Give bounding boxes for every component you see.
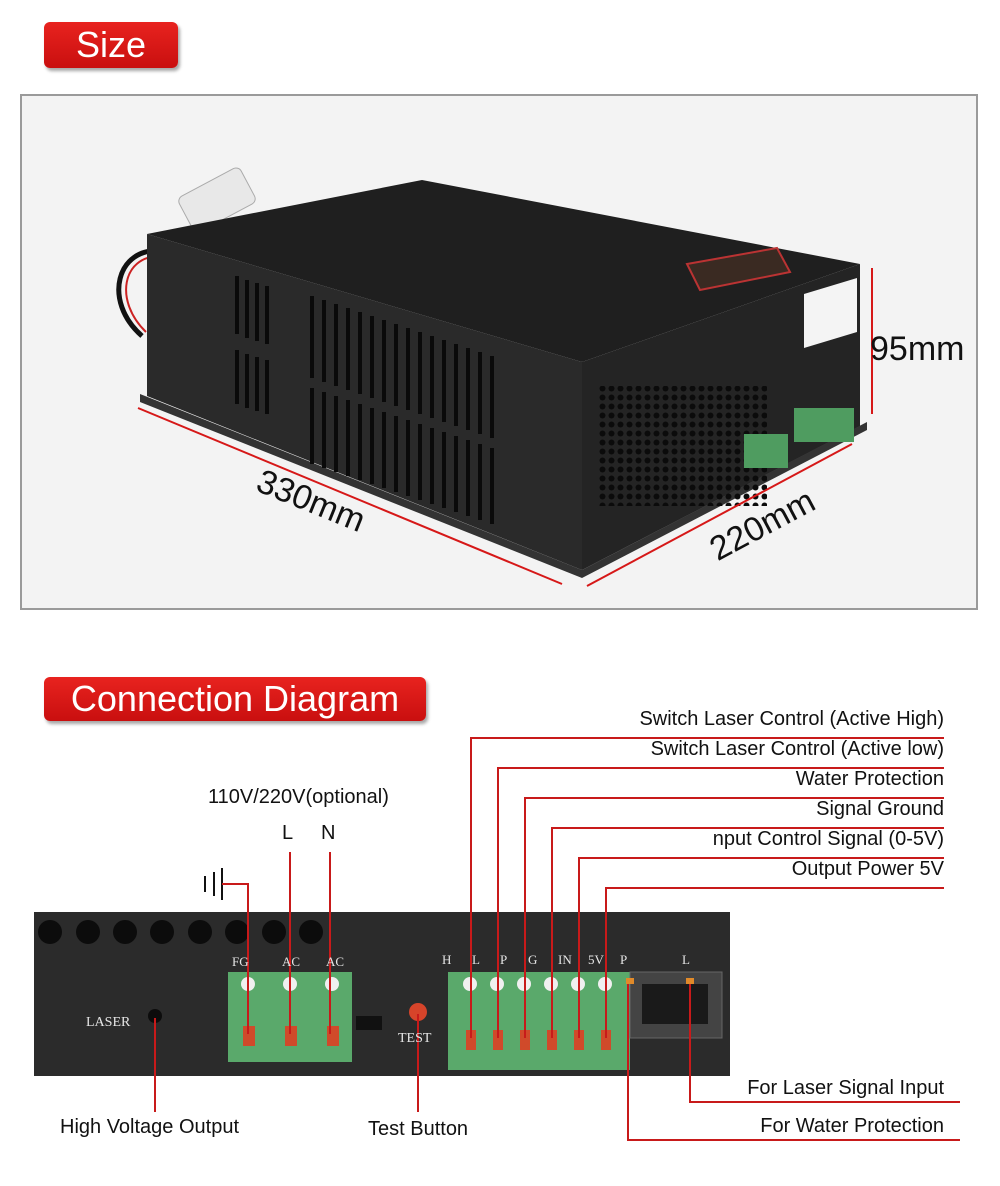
product-photo-frame: 330mm 220mm 95mm	[20, 94, 978, 610]
neutral-label: N	[321, 822, 336, 844]
panel-text-5v: 5V	[588, 952, 605, 967]
signal-label-active-low: Switch Laser Control (Active low)	[650, 738, 944, 760]
power-terminal-block	[228, 972, 352, 1062]
laser-signal-input-label: For Laser Signal Input	[747, 1077, 944, 1099]
panel-text-laser: LASER	[86, 1015, 131, 1030]
panel-text-in: IN	[558, 952, 572, 967]
panel-text-l: L	[472, 952, 480, 967]
signal-terminal-block	[448, 972, 630, 1070]
voltage-label: 110V/220V(optional)	[208, 786, 389, 808]
test-button	[409, 1003, 427, 1021]
signal-label-active-high: Switch Laser Control (Active High)	[639, 708, 944, 730]
laser-output-hole	[148, 1009, 162, 1023]
connection-section-title: Connection Diagram	[44, 677, 426, 721]
signal-label-input-control: nput Control Signal (0-5V)	[712, 828, 944, 850]
height-dimension: 95mm	[870, 330, 965, 368]
panel-text-p: P	[500, 952, 507, 967]
signal-label-water-protection: Water Protection	[795, 768, 944, 790]
panel-text-fg: FG	[232, 954, 249, 969]
panel-text-h: H	[442, 952, 451, 967]
panel-body	[34, 912, 730, 1076]
panel-text-test: TEST	[398, 1031, 432, 1046]
panel-text-l2: L	[682, 952, 690, 967]
signal-label-signal-ground: Signal Ground	[816, 798, 944, 820]
power-supply-illustration	[116, 167, 873, 587]
panel-text-p2: P	[620, 952, 627, 967]
panel-text-ac2: AC	[326, 954, 344, 969]
water-protection-label: For Water Protection	[760, 1115, 944, 1137]
size-section-title: Size	[44, 22, 178, 68]
panel-text-g: G	[528, 952, 537, 967]
test-button-label: Test Button	[368, 1118, 469, 1140]
panel-text-ac1: AC	[282, 954, 300, 969]
live-label: L	[282, 822, 294, 844]
signal-label-output-power: Output Power 5V	[791, 858, 944, 880]
high-voltage-output-label: High Voltage Output	[60, 1116, 240, 1138]
